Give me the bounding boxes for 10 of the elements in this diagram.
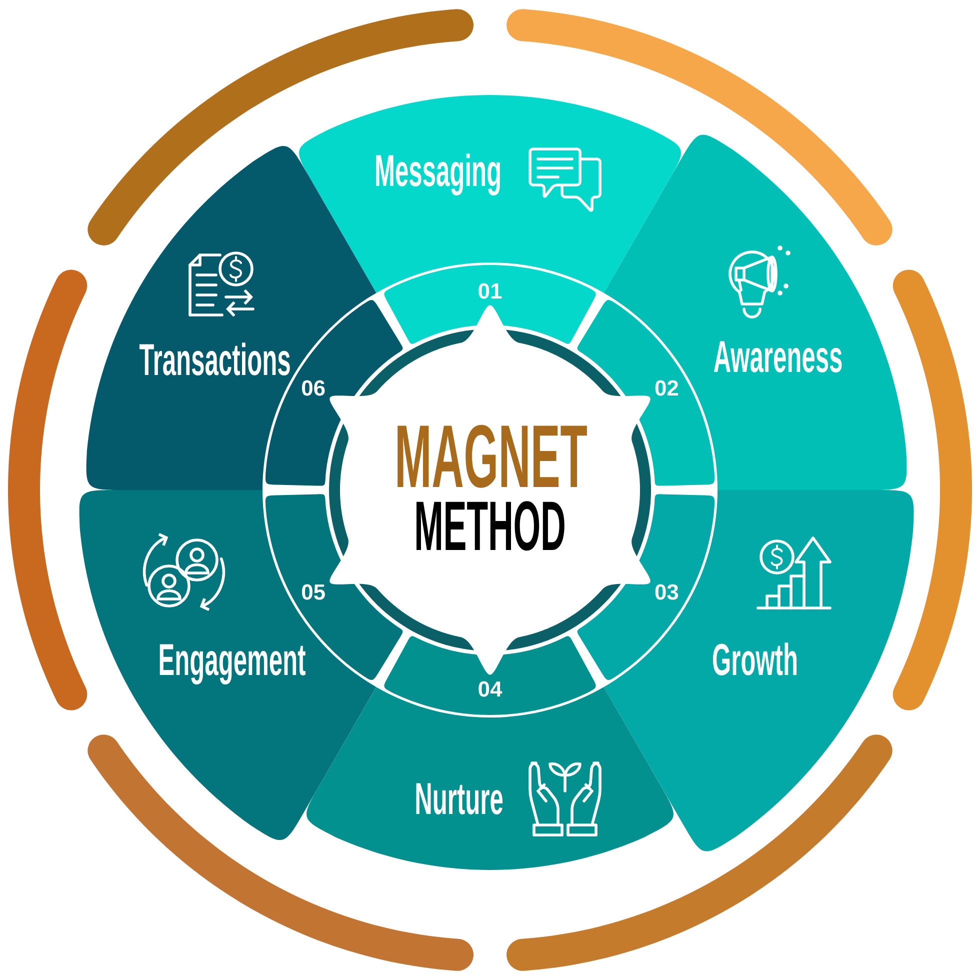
number-tile: 04 xyxy=(384,636,596,715)
node-label: 01 xyxy=(478,283,502,299)
node-label: Nurture xyxy=(416,783,503,814)
node-label: 04 xyxy=(478,681,502,697)
node-label: 02 xyxy=(655,380,678,396)
number-tile: 01 xyxy=(384,264,596,344)
node-label: 03 xyxy=(655,584,678,600)
node-label: 06 xyxy=(302,380,325,396)
gear-badge: MAGNET METHOD xyxy=(330,305,650,675)
node-label: 05 xyxy=(302,584,325,600)
